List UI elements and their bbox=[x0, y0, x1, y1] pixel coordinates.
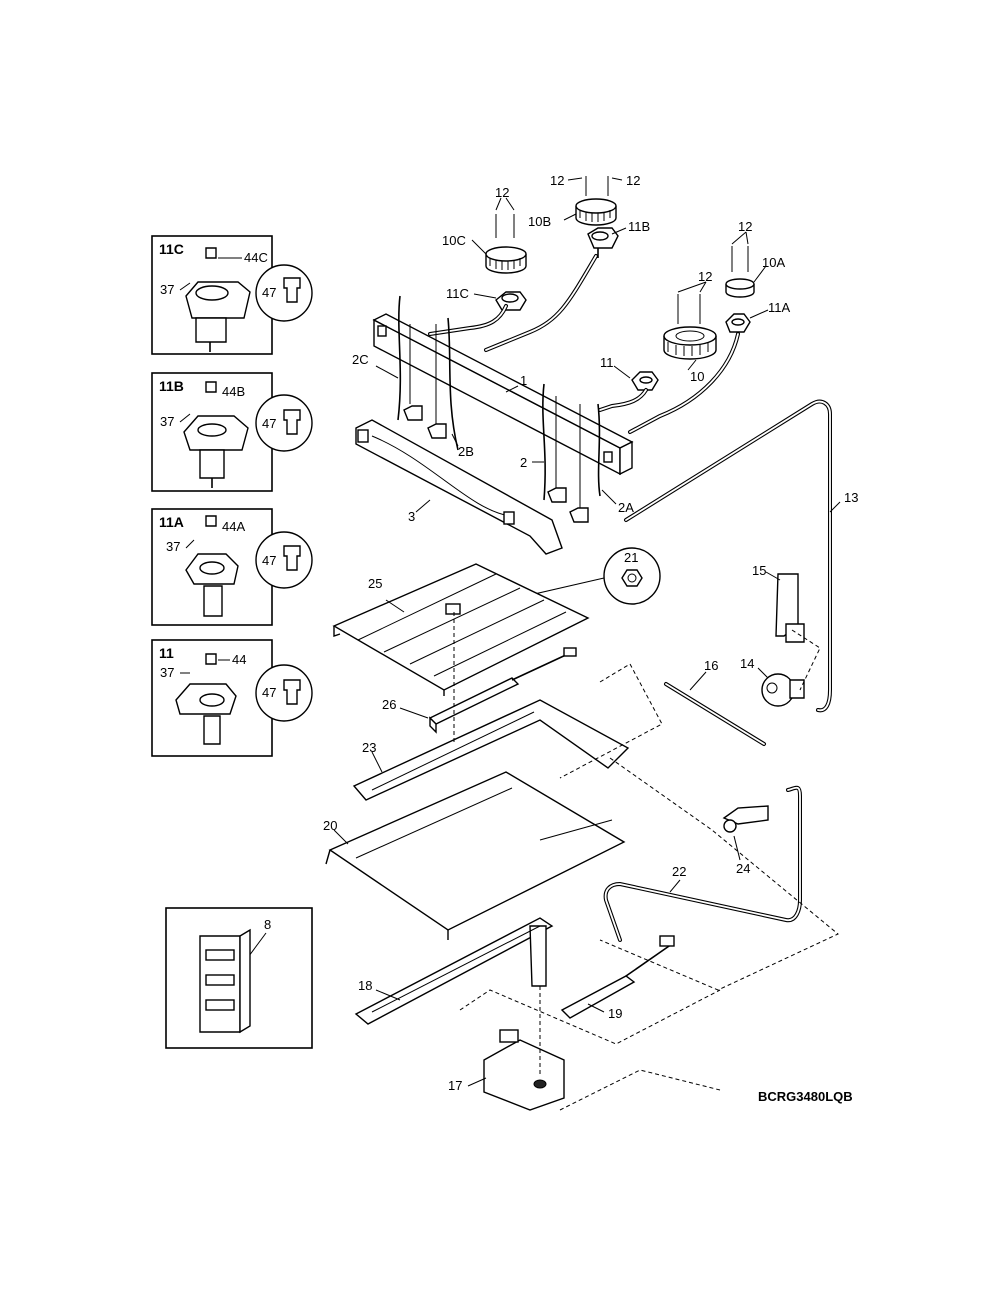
callout-2a: 2A bbox=[618, 500, 634, 515]
callout-23: 23 bbox=[362, 740, 376, 755]
callout-25: 25 bbox=[368, 576, 382, 591]
callout-12-mid: 12 bbox=[698, 269, 712, 284]
inset-11b-bolt-label: 37 bbox=[160, 414, 174, 429]
inset-11c-orifice-label: 47 bbox=[262, 285, 276, 300]
burner-cap-10a bbox=[725, 246, 755, 298]
inset-11-orifice-label: 47 bbox=[262, 685, 276, 700]
assembly-lines bbox=[453, 612, 839, 1111]
inset-11a: 11A 44A 37 47 bbox=[151, 508, 313, 626]
orifice-24 bbox=[722, 805, 769, 833]
valve-11 bbox=[631, 371, 659, 391]
valve-17 bbox=[483, 1029, 565, 1111]
callout-10b: 10B bbox=[528, 214, 551, 229]
callout-12-left: 12 bbox=[495, 185, 509, 200]
igniter-19 bbox=[560, 935, 675, 1019]
inset-11-screw-label: 44 bbox=[232, 652, 246, 667]
callout-20: 20 bbox=[323, 818, 337, 833]
callout-13: 13 bbox=[844, 490, 858, 505]
bake-burner-23 bbox=[352, 699, 630, 801]
manifold-assembly bbox=[355, 295, 634, 555]
callout-2c: 2C bbox=[352, 352, 369, 367]
inset-11c-title: 11C bbox=[159, 241, 184, 257]
gas-tubes-lower bbox=[603, 682, 802, 942]
valve-11c bbox=[495, 291, 527, 311]
inset-11b-orifice-label: 47 bbox=[262, 416, 276, 431]
model-code: BCRG3480LQB bbox=[758, 1089, 853, 1104]
inset-11-bolt-label: 37 bbox=[160, 665, 174, 680]
callout-10: 10 bbox=[690, 369, 704, 384]
inset-11c-bolt-label: 37 bbox=[160, 282, 174, 297]
inset-11b: 11B 44B 37 47 bbox=[151, 372, 313, 492]
callout-11c: 11C bbox=[446, 286, 469, 301]
callout-1: 1 bbox=[520, 373, 527, 388]
inset-11c: 11C 44C 37 47 bbox=[151, 235, 313, 355]
inset-11a-orifice-label: 47 bbox=[262, 553, 276, 568]
callout-10c: 10C bbox=[442, 233, 466, 248]
valve-11a bbox=[725, 313, 751, 333]
callout-12-right: 12 bbox=[738, 219, 752, 234]
callout-2: 2 bbox=[520, 455, 527, 470]
igniter-26 bbox=[428, 647, 577, 734]
callout-labels: 12 12 12 12 12 10B 11B 10C 11C 10A 11A 1… bbox=[323, 173, 858, 1093]
callout-11: 11 bbox=[600, 355, 614, 370]
inset-11a-bolt-label: 37 bbox=[166, 539, 180, 554]
callout-18: 18 bbox=[358, 978, 372, 993]
spreader-20 bbox=[325, 771, 626, 940]
inset-11-title: 11 bbox=[159, 645, 174, 661]
valve-11b bbox=[587, 227, 619, 258]
callout-12-top-left: 12 bbox=[550, 173, 564, 188]
callout-11b: 11B bbox=[628, 219, 650, 234]
inset-11b-title: 11B bbox=[159, 378, 184, 394]
inset-11a-title: 11A bbox=[159, 514, 184, 530]
inset-11b-screw-label: 44B bbox=[222, 384, 245, 399]
callout-24: 24 bbox=[736, 861, 750, 876]
callout-15: 15 bbox=[752, 563, 766, 578]
callout-21: 21 bbox=[624, 550, 638, 565]
callout-19: 19 bbox=[608, 1006, 622, 1021]
callout-17: 17 bbox=[448, 1078, 462, 1093]
callout-16: 16 bbox=[704, 658, 718, 673]
inset-11a-screw-label: 44A bbox=[222, 519, 245, 534]
inset-8: 8 bbox=[165, 907, 313, 1049]
burner-cap-10c bbox=[485, 214, 527, 274]
callout-2b: 2B bbox=[458, 444, 474, 459]
callout-12-top-right: 12 bbox=[626, 173, 640, 188]
broil-burner-18 bbox=[354, 917, 554, 1025]
callout-3: 3 bbox=[408, 509, 415, 524]
burner-cap-10 bbox=[663, 294, 717, 360]
callout-10a: 10A bbox=[762, 255, 785, 270]
inset-11: 11 44 37 47 bbox=[151, 639, 313, 757]
inset-8-part-label: 8 bbox=[264, 917, 271, 932]
callout-26: 26 bbox=[382, 697, 396, 712]
inset-11c-screw-label: 44C bbox=[244, 250, 268, 265]
callout-22: 22 bbox=[672, 864, 686, 879]
leader-lines bbox=[333, 177, 841, 1087]
regulator-14 bbox=[761, 573, 805, 707]
callout-14: 14 bbox=[740, 656, 754, 671]
gas-tubes-top bbox=[428, 254, 832, 713]
callout-11a: 11A bbox=[768, 300, 790, 315]
burner-cap-10b bbox=[575, 176, 617, 226]
spreader-25 bbox=[332, 563, 590, 696]
